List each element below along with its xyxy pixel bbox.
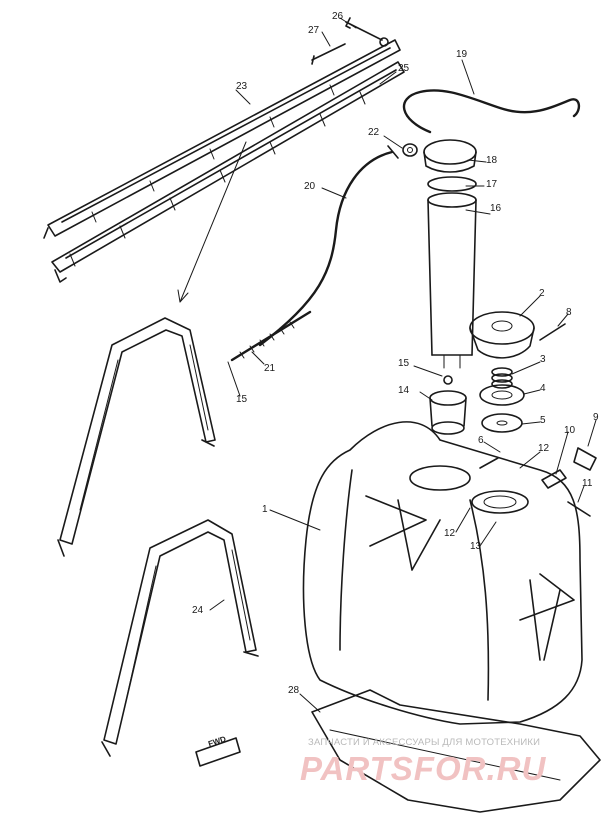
part-label-25: 25 xyxy=(398,63,410,74)
filler-neck-assembly xyxy=(423,139,477,369)
part-label-26: 26 xyxy=(332,11,344,22)
part-label-3: 3 xyxy=(540,354,546,365)
part-label-6: 6 xyxy=(478,435,484,446)
cap-spring-seal-gasket xyxy=(479,367,525,433)
part-label-12-right: 12 xyxy=(538,443,550,454)
part-label-23: 23 xyxy=(236,81,248,92)
bolt-parts xyxy=(311,17,389,65)
part-label-13: 13 xyxy=(470,541,482,552)
screw-6 xyxy=(479,457,499,469)
part-label-20: 20 xyxy=(304,181,316,192)
assembly-arrow xyxy=(179,141,247,303)
part-label-2: 2 xyxy=(539,288,545,299)
fuel-hose xyxy=(258,150,394,347)
part-label-5: 5 xyxy=(540,415,546,426)
watermark-tagline: ЗАПЧАСТИ И АКСЕССУАРЫ ДЛЯ МОТОТЕХНИКИ xyxy=(308,737,541,748)
part-label-4: 4 xyxy=(540,383,546,394)
fuel-filter xyxy=(429,375,467,435)
part-label-15-bracket: 15 xyxy=(236,394,248,405)
bracket-rail-assembly xyxy=(43,39,405,283)
part-label-17: 17 xyxy=(486,179,498,190)
frame-bracket-upper xyxy=(57,317,216,557)
clamp xyxy=(402,143,418,157)
leader-lines xyxy=(209,17,597,713)
part-label-21: 21 xyxy=(264,363,276,374)
part-label-24: 24 xyxy=(192,605,204,616)
breather-hose xyxy=(402,89,581,134)
part-label-19: 19 xyxy=(456,49,468,60)
part-label-14: 14 xyxy=(398,385,410,396)
part-label-1: 1 xyxy=(262,504,268,515)
part-label-12-left: 12 xyxy=(444,528,456,539)
small-bolts xyxy=(541,447,597,517)
frame-bracket-lower xyxy=(101,519,259,757)
part-label-18: 18 xyxy=(486,155,498,166)
part-label-28: 28 xyxy=(288,685,300,696)
watermark-logo: PARTSFOR.RU xyxy=(300,750,547,787)
part-label-11: 11 xyxy=(582,478,593,489)
part-label-27: 27 xyxy=(308,25,320,36)
fuel-tank xyxy=(302,421,583,725)
cap-pin xyxy=(539,323,566,341)
part-label-8: 8 xyxy=(566,307,572,318)
part-label-10: 10 xyxy=(564,425,576,436)
part-label-15-filter: 15 xyxy=(398,358,410,369)
tank-cap xyxy=(469,311,535,359)
part-label-16: 16 xyxy=(490,203,502,214)
fwd-arrow xyxy=(195,737,241,767)
part-label-9: 9 xyxy=(593,412,599,423)
part-label-22: 22 xyxy=(368,127,380,138)
tank-bottom-plate xyxy=(311,689,601,813)
